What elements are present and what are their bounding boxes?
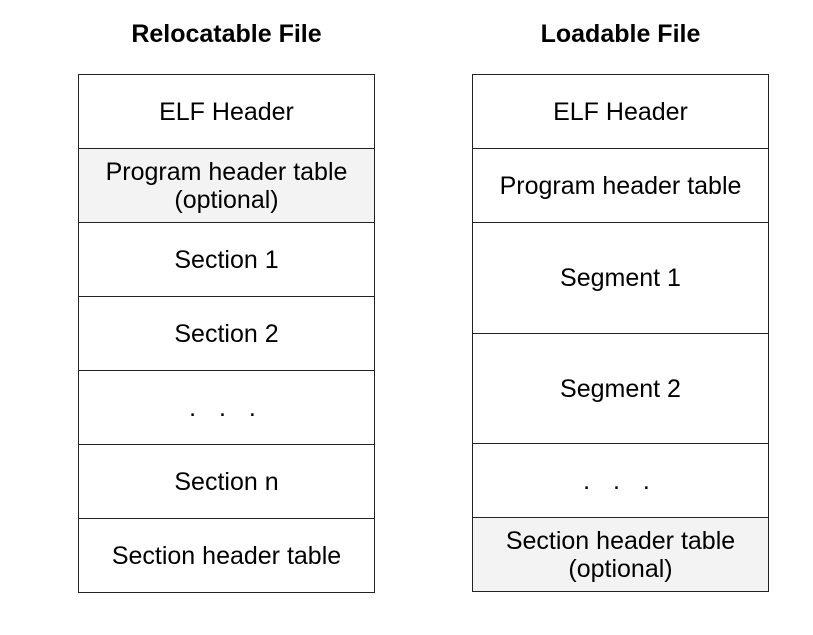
reloc-ellipsis-label: . . . bbox=[189, 393, 264, 422]
reloc-section-header-table-block: Section header table bbox=[79, 518, 374, 592]
load-section-header-table-label: Section header table (optional) bbox=[505, 526, 736, 583]
relocatable-file-stack: ELF Header Program header table (optiona… bbox=[78, 74, 375, 593]
load-ellipsis-block: . . . bbox=[473, 443, 768, 517]
load-segment-2-block: Segment 2 bbox=[473, 333, 768, 443]
load-elf-header-block: ELF Header bbox=[473, 75, 768, 148]
reloc-elf-header-label: ELF Header bbox=[159, 97, 294, 126]
load-segment-1-block: Segment 1 bbox=[473, 222, 768, 333]
reloc-section-1-block: Section 1 bbox=[79, 222, 374, 296]
reloc-section-header-table-label: Section header table bbox=[111, 541, 342, 570]
reloc-section-2-label: Section 2 bbox=[174, 319, 279, 348]
load-elf-header-label: ELF Header bbox=[553, 97, 688, 126]
load-program-header-table-label: Program header table bbox=[499, 171, 742, 200]
load-section-header-table-block: Section header table (optional) bbox=[473, 517, 768, 591]
reloc-section-n-block: Section n bbox=[79, 444, 374, 518]
reloc-section-n-label: Section n bbox=[174, 467, 279, 496]
reloc-program-header-table-label: Program header table (optional) bbox=[105, 157, 348, 214]
load-ellipsis-label: . . . bbox=[583, 466, 658, 495]
loadable-file-title: Loadable File bbox=[540, 20, 701, 48]
reloc-section-2-block: Section 2 bbox=[79, 296, 374, 370]
load-segment-2-label: Segment 2 bbox=[560, 374, 681, 403]
load-segment-1-label: Segment 1 bbox=[560, 264, 681, 292]
reloc-program-header-table-block: Program header table (optional) bbox=[79, 148, 374, 222]
loadable-file-stack: ELF Header Program header table Segment … bbox=[472, 74, 769, 592]
reloc-elf-header-block: ELF Header bbox=[79, 75, 374, 148]
load-program-header-table-block: Program header table bbox=[473, 148, 768, 222]
reloc-section-1-label: Section 1 bbox=[174, 245, 279, 274]
relocatable-file-title: Relocatable File bbox=[131, 20, 322, 48]
reloc-ellipsis-block: . . . bbox=[79, 370, 374, 444]
